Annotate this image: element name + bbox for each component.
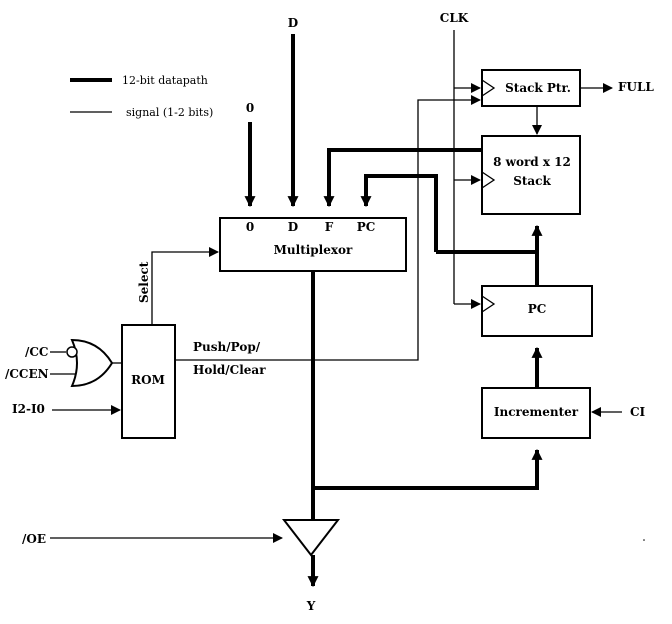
pc-label: PC	[528, 302, 547, 316]
rom-block: ROM	[121, 324, 176, 439]
pc-to-mux-pc-bus	[360, 174, 438, 252]
legend: 12-bit datapath signal (1-2 bits)	[70, 74, 213, 119]
incrementer-block: Incrementer	[481, 387, 591, 439]
inversion-bubble	[66, 346, 78, 358]
legend-signal-label: signal (1-2 bits)	[126, 106, 213, 119]
mux-port-0: 0	[246, 220, 254, 234]
output-buffer	[281, 519, 341, 557]
ccen-label: /CCEN	[5, 367, 49, 381]
zero-input-label: 0	[246, 101, 254, 115]
stack-block: 8 word x 12 Stack	[481, 135, 581, 215]
full-label: FULL	[618, 80, 654, 94]
multiplexor-block: 0 D F PC Multiplexor	[219, 217, 407, 272]
multiplexor-label: Multiplexor	[274, 243, 353, 257]
datapath-wires	[244, 34, 543, 588]
signal-wires	[50, 30, 622, 543]
oe-label: /OE	[22, 532, 46, 546]
stack-label-line1: 8 word x 12	[493, 155, 571, 169]
stack-to-mux-f-bus	[323, 148, 482, 208]
y-label: Y	[306, 599, 316, 613]
mux-port-f: F	[325, 220, 334, 234]
cc-label: /CC	[25, 345, 48, 359]
legend-datapath-label: 12-bit datapath	[122, 74, 208, 87]
push-pop-label-line2: Hold/Clear	[193, 363, 266, 377]
push-pop-label-line1: Push/Pop/	[193, 340, 261, 354]
pc-block: PC	[481, 285, 593, 337]
stack-ptr-block: Stack Ptr.	[481, 69, 581, 107]
i2-i0-label: I2-I0	[12, 402, 45, 416]
rom-label: ROM	[131, 373, 165, 387]
mux-port-d: D	[288, 220, 298, 234]
select-label: Select	[137, 261, 151, 303]
clk-label: CLK	[440, 11, 469, 25]
stack-ptr-label: Stack Ptr.	[505, 81, 571, 95]
mux-port-pc: PC	[357, 220, 376, 234]
select-wire	[151, 247, 219, 325]
ci-label: CI	[630, 405, 646, 419]
d-input-label: D	[288, 16, 298, 30]
stray-dot	[643, 539, 645, 541]
mux-out-bus	[311, 271, 543, 490]
stack-label-line2: Stack	[513, 174, 551, 188]
incrementer-label: Incrementer	[494, 405, 579, 419]
or-gate	[66, 338, 114, 388]
push-pop-wire	[175, 95, 481, 361]
